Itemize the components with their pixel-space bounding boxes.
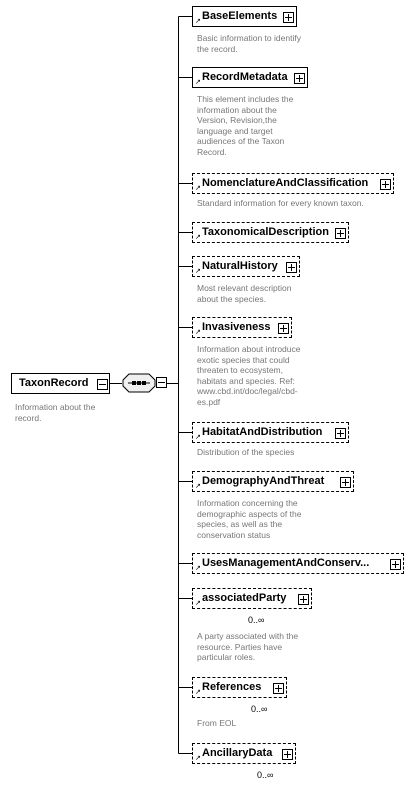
element-habitatanddistribution[interactable]: ↗HabitatAndDistribution bbox=[192, 422, 353, 447]
element-usesmanagementandconserv[interactable]: ↗UsesManagementAndConserv... bbox=[192, 553, 408, 578]
element-label: TaxonomicalDescription bbox=[202, 226, 329, 238]
element-label: RecordMetadata bbox=[202, 71, 288, 83]
reference-arrow-icon: ↗ bbox=[195, 234, 201, 241]
element-label: NomenclatureAndClassification bbox=[202, 177, 369, 189]
root-description: Information about the record. bbox=[15, 402, 96, 423]
element-label: References bbox=[202, 681, 262, 693]
expand-icon[interactable] bbox=[298, 594, 309, 605]
expand-icon[interactable] bbox=[335, 428, 346, 439]
collapse-icon[interactable] bbox=[97, 379, 108, 390]
cardinality-label: 0..∞ bbox=[257, 770, 274, 780]
element-description: Most relevant description about the spec… bbox=[197, 283, 292, 304]
element-description: A party associated with the resource. Pa… bbox=[197, 631, 299, 662]
expand-icon[interactable] bbox=[380, 179, 391, 190]
element-label: DemographyAndThreat bbox=[202, 475, 325, 487]
expand-icon[interactable] bbox=[294, 73, 305, 84]
element-invasiveness[interactable]: ↗Invasiveness bbox=[192, 317, 296, 342]
expand-icon[interactable] bbox=[340, 477, 351, 488]
reference-arrow-icon: ↗ bbox=[195, 18, 201, 25]
element-description: From EOL bbox=[197, 718, 237, 728]
reference-arrow-icon: ↗ bbox=[195, 185, 201, 192]
element-description: Distribution of the species bbox=[197, 447, 295, 457]
root-element-taxonrecord[interactable]: TaxonRecord bbox=[11, 373, 114, 398]
reference-arrow-icon: ↗ bbox=[195, 689, 201, 696]
reference-arrow-icon: ↗ bbox=[195, 268, 201, 275]
element-associatedparty[interactable]: ↗associatedParty bbox=[192, 588, 316, 613]
expand-icon[interactable] bbox=[273, 683, 284, 694]
reference-arrow-icon: ↗ bbox=[195, 755, 201, 762]
reference-arrow-icon: ↗ bbox=[195, 600, 201, 607]
element-recordmetadata[interactable]: ↗RecordMetadata bbox=[192, 67, 312, 92]
element-label: associatedParty bbox=[202, 592, 287, 604]
reference-arrow-icon: ↗ bbox=[195, 565, 201, 572]
root-element-label: TaxonRecord bbox=[19, 377, 89, 389]
element-nomenclatureandclassification[interactable]: ↗NomenclatureAndClassification bbox=[192, 173, 398, 198]
expand-icon[interactable] bbox=[283, 12, 294, 23]
sequence-compositor-icon[interactable] bbox=[122, 373, 156, 393]
expand-icon[interactable] bbox=[390, 559, 401, 570]
expand-icon[interactable] bbox=[286, 262, 297, 273]
reference-arrow-icon: ↗ bbox=[195, 483, 201, 490]
element-demographyandthreat[interactable]: ↗DemographyAndThreat bbox=[192, 471, 358, 496]
element-label: HabitatAndDistribution bbox=[202, 426, 323, 438]
element-description: Information concerning the demographic a… bbox=[197, 498, 302, 540]
element-label: NaturalHistory bbox=[202, 260, 278, 272]
element-references[interactable]: ↗References bbox=[192, 677, 291, 702]
element-description: Basic information to identify the record… bbox=[197, 33, 301, 54]
cardinality-label: 0..∞ bbox=[251, 704, 268, 714]
element-label: Invasiveness bbox=[202, 321, 271, 333]
element-baseelements[interactable]: ↗BaseElements bbox=[192, 6, 301, 31]
expand-icon[interactable] bbox=[282, 749, 293, 760]
element-description: This element includes the information ab… bbox=[197, 94, 294, 157]
element-naturalhistory[interactable]: ↗NaturalHistory bbox=[192, 256, 304, 281]
reference-arrow-icon: ↗ bbox=[195, 434, 201, 441]
element-label: UsesManagementAndConserv... bbox=[202, 557, 370, 569]
expand-icon[interactable] bbox=[335, 228, 346, 239]
reference-arrow-icon: ↗ bbox=[195, 329, 201, 336]
element-description: Information about introduce exotic speci… bbox=[197, 344, 301, 407]
element-description: Standard information for every known tax… bbox=[197, 198, 364, 208]
expand-icon[interactable] bbox=[278, 323, 289, 334]
reference-arrow-icon: ↗ bbox=[195, 79, 201, 86]
element-label: AncillaryData bbox=[202, 747, 273, 759]
cardinality-label: 0..∞ bbox=[248, 615, 265, 625]
sequence-collapse-icon[interactable] bbox=[156, 377, 167, 388]
element-ancillarydata[interactable]: ↗AncillaryData bbox=[192, 743, 300, 768]
element-label: BaseElements bbox=[202, 10, 278, 22]
element-taxonomicaldescription[interactable]: ↗TaxonomicalDescription bbox=[192, 222, 353, 247]
